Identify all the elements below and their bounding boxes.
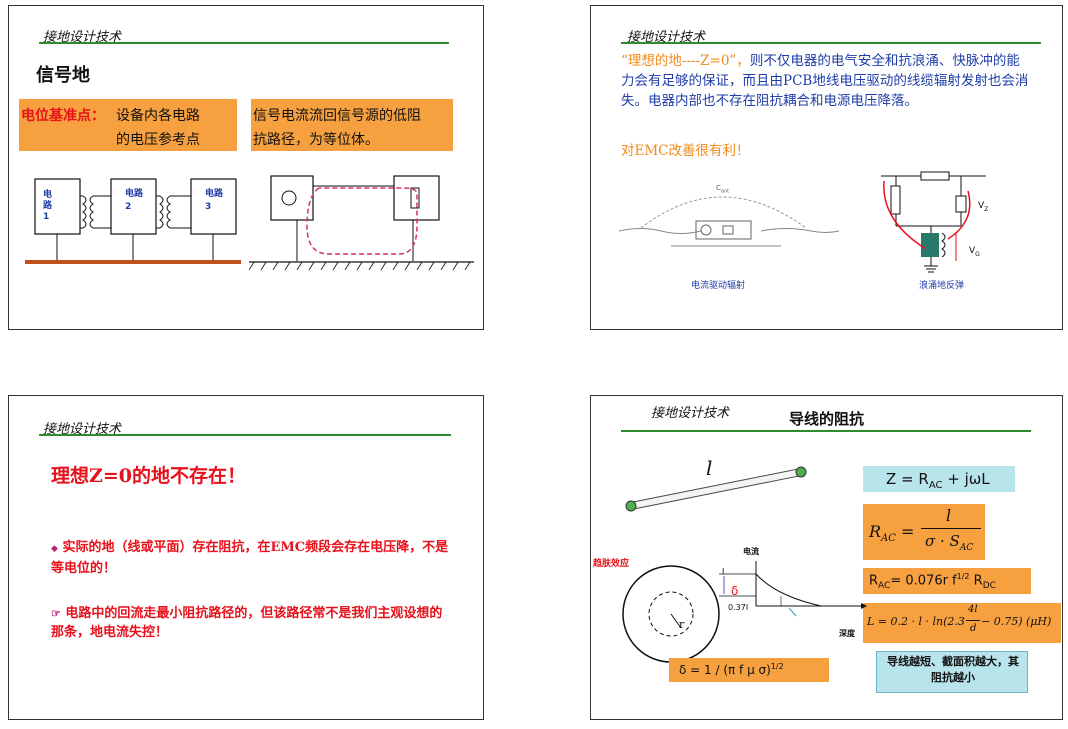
pointing-hand-icon: ☞ xyxy=(51,607,61,620)
circuit-2-label: 电路 2 xyxy=(125,189,144,212)
formula-z: Z = RAC + jωL xyxy=(886,470,990,491)
radius-label: r xyxy=(679,618,685,631)
formula-l: L = 0.2 · l · ln(2.3 xyxy=(867,615,965,628)
ideal-ground-rest: 则不仅电器的电气安全和抗浪涌、快脉冲的能力会有足够的保证，而且由PCB地线电压驱… xyxy=(621,53,1029,109)
formula-rac2-sup: 1/2 xyxy=(956,572,970,581)
bullet-2-text: 电路中的回流走最小阻抗路径的，但该路径常不是我们主观设想的那条，地电流失控！ xyxy=(51,606,443,640)
vg-label-text: V xyxy=(969,246,976,256)
delta-formula: δ = 1 / (π f μ σ)1/2 xyxy=(679,662,784,677)
slide-wire-impedance: 接地设计技术 导线的阻抗 l Z = RAC + jωL RAC = l σ ·… xyxy=(590,395,1063,720)
headline: 理想Z=0的地不存在！ xyxy=(51,465,247,487)
signal-current-text-1: 信号电流流回信号源的低阻 xyxy=(253,108,421,124)
slide-title: 信号地 xyxy=(36,65,90,86)
formula-rac-box xyxy=(863,504,985,560)
bullet-1: ◆ 实际的地（线或平面）存在阻抗，在EMC频段会存在电压降，不是等电位的！ xyxy=(51,538,451,578)
signal-current-box xyxy=(251,99,453,151)
current-axis-label: 电流 xyxy=(743,546,759,556)
wire-length-label: l xyxy=(706,456,713,480)
formula-l-frac-den: d xyxy=(970,623,977,634)
vg-label-sub: G xyxy=(975,250,980,258)
reference-point-label: 电位基准点： xyxy=(21,108,105,124)
formula-rac-lhs-sub: AC xyxy=(881,533,896,545)
formula-rac-den-text: σ · S xyxy=(925,532,960,550)
ground-bounce-diagram xyxy=(881,171,986,273)
slide-title: 导线的阻抗 xyxy=(789,410,865,428)
delta-formula-sup: 1/2 xyxy=(770,662,784,671)
current-i-label: I xyxy=(722,567,725,576)
bullet-2: ☞ 电路中的回流走最小阻抗路径的，但该路径常不是我们主观设想的那条，地电流失控！ xyxy=(51,604,451,642)
skin-effect-label: 趋肤效应 xyxy=(593,559,630,569)
slide-ideal-ground: 接地设计技术 “理想的地----Z=0”，则不仅电器的电气安全和抗浪涌、快脉冲的… xyxy=(590,5,1063,330)
header-divider xyxy=(621,42,1041,44)
slide-header: 接地设计技术 xyxy=(43,422,122,437)
slide-header: 接地设计技术 xyxy=(651,406,730,421)
formula-rac-lhs: RAC = xyxy=(869,522,915,545)
emc-benefit-line: 对EMC改善很有利！ xyxy=(621,143,750,159)
slide-signal-ground: 接地设计技术 信号地 电位基准点： 设备内各电路 的电压参考点 信号电流流回信号… xyxy=(8,5,484,330)
cant-label-text: C xyxy=(716,184,721,192)
formula-rac2: RAC= 0.076r f1/2 RDC xyxy=(869,572,996,591)
formula-rac2-rest: = 0.076r f xyxy=(890,573,957,589)
ideal-ground-paragraph: “理想的地----Z=0”，则不仅电器的电气安全和抗浪涌、快脉冲的能力会有足够的… xyxy=(621,51,1031,111)
formula-rac-denominator: σ · SAC xyxy=(925,532,973,553)
formula-l-box xyxy=(863,603,1061,643)
caption-current-radiation: 电流驱动辐射 xyxy=(691,281,746,291)
caption-ground-bounce: 浪涌地反弹 xyxy=(919,281,965,291)
formula-rac-lhs-text: R xyxy=(869,522,882,541)
formula-l-tail: − 0.75) (μH) xyxy=(981,615,1052,628)
vz-label: VZ xyxy=(978,201,988,213)
conclusion-text: 导线越短、截面积越大，其阻抗越小 xyxy=(887,655,1019,684)
diamond-bullet-icon: ◆ xyxy=(51,544,58,554)
header-divider xyxy=(39,42,449,44)
formula-l-text: L = 0.2 · l · ln(2.3 xyxy=(867,615,965,628)
ideal-ground-quote: “理想的地----Z=0”， xyxy=(621,53,750,69)
return-current-diagram xyxy=(249,175,474,271)
circuit-chain-diagram xyxy=(25,178,241,264)
circuit-3-label: 电路 3 xyxy=(205,189,224,212)
formula-rac-den-sub: AC xyxy=(959,543,974,553)
slide-header: 接地设计技术 xyxy=(43,30,122,45)
wire-illustration xyxy=(625,466,807,512)
skin-depth-delta-label: δ xyxy=(731,584,739,598)
cant-label: Cant xyxy=(716,184,729,194)
cable-radiation-diagram xyxy=(618,196,840,247)
vg-label: VG xyxy=(969,246,980,258)
formula-z-text: Z = R xyxy=(886,470,929,488)
formula-z-rest: + jωL xyxy=(942,470,990,488)
bullet-1-text: 实际的地（线或平面）存在阻抗，在EMC频段会存在电压降，不是等电位的！ xyxy=(51,540,449,576)
formula-z-box xyxy=(863,466,1015,492)
header-divider xyxy=(39,434,451,436)
formula-rac2-tail-sub: DC xyxy=(982,580,996,591)
vz-label-text: V xyxy=(978,201,985,211)
delta-formula-box xyxy=(669,658,829,682)
reference-point-box xyxy=(19,99,237,151)
formula-rac2-box xyxy=(863,568,1031,594)
signal-current-text-2: 抗路径，为等位体。 xyxy=(253,132,379,148)
conclusion-box xyxy=(876,651,1028,693)
header-divider xyxy=(621,430,1031,432)
slide-header: 接地设计技术 xyxy=(627,30,706,45)
cant-label-sub: ant xyxy=(720,188,730,195)
formula-l-frac-bar xyxy=(966,620,980,621)
formula-z-sub: AC xyxy=(928,480,943,491)
formula-l-frac-num: 4l xyxy=(968,604,978,615)
formula-rac2-text: R xyxy=(869,573,879,589)
formula-rac2-sub: AC xyxy=(878,580,891,591)
formula-rac-fraction-bar xyxy=(921,528,981,529)
reference-point-text-1: 设备内各电路 xyxy=(116,108,200,124)
circuit-1-label: 电 路 1 xyxy=(43,190,53,222)
delta-formula-text: δ = 1 / (π f μ σ) xyxy=(679,663,771,677)
formula-rac2-tail: R xyxy=(969,573,983,589)
depth-axis-label: 深度 xyxy=(839,628,855,638)
vz-label-sub: Z xyxy=(984,205,989,213)
reference-point-text-2: 的电压参考点 xyxy=(116,132,200,148)
current-037i-label: 0.37I xyxy=(728,603,749,612)
slide-no-ideal-ground: 接地设计技术 理想Z=0的地不存在！ ◆ 实际的地（线或平面）存在阻抗，在EMC… xyxy=(8,395,484,720)
formula-rac-numerator: l xyxy=(946,506,952,525)
